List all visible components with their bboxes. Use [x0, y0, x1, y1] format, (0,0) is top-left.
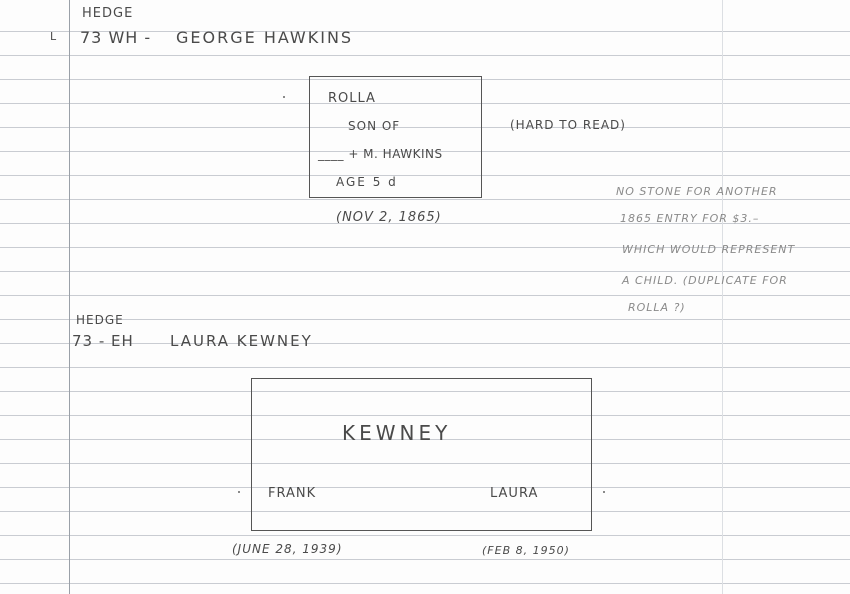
- entry1-plot-number: 73 WH -: [80, 28, 152, 47]
- entry2-date-right: (FEB 8, 1950): [482, 544, 570, 557]
- right-margin-line: [722, 0, 723, 594]
- side-note-line-3: WHICH WOULD REPRESENT: [622, 243, 796, 256]
- side-note-line-1: NO STONE FOR ANOTHER: [616, 185, 778, 198]
- entry2-name: LAURA KEWNEY: [170, 332, 313, 350]
- entry2-headstone-box: KEWNEY FRANK LAURA: [251, 378, 592, 531]
- stone-first-name-left: FRANK: [268, 486, 317, 501]
- stone-first-name-right: LAURA: [490, 486, 539, 501]
- pencil-dot: [283, 96, 285, 98]
- side-note-line-2: 1865 ENTRY FOR $3.–: [620, 212, 760, 225]
- stone-line-parent: ____ + M. HAWKINS: [318, 147, 443, 161]
- entry2-section-label: HEDGE: [76, 313, 124, 327]
- stone-surname: KEWNEY: [342, 421, 452, 445]
- pencil-dot: [238, 491, 240, 493]
- entry1-headstone-box: ROLLA SON OF ____ + M. HAWKINS AGE 5 d: [309, 76, 482, 198]
- side-note-line-4: A CHILD. (DUPLICATE FOR: [622, 274, 788, 287]
- stone-line-name: ROLLA: [328, 91, 376, 106]
- stone-line-age: AGE 5 d: [336, 175, 398, 189]
- stone-line-son-of: SON OF: [348, 119, 401, 133]
- side-note-line-5: ROLLA ?): [628, 301, 686, 314]
- entry1-tick-mark: L: [50, 30, 58, 43]
- entry1-note: (HARD TO READ): [510, 118, 626, 132]
- entry2-date-left: (JUNE 28, 1939): [232, 542, 343, 556]
- entry1-date: (NOV 2, 1865): [336, 210, 442, 225]
- entry1-name: GEORGE HAWKINS: [176, 28, 354, 47]
- entry1-section-label: HEDGE: [82, 6, 134, 21]
- pencil-dot: [603, 491, 605, 493]
- margin-line: [69, 0, 70, 594]
- entry2-plot-number: 73 - EH: [72, 332, 134, 350]
